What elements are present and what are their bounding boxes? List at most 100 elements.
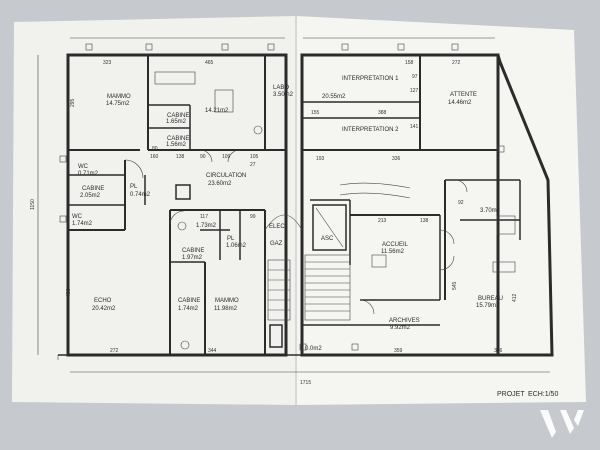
room-label: MAMMO (215, 298, 239, 304)
dimension: 465 (205, 60, 214, 66)
dimension-guides (37, 37, 550, 373)
room-area: 1.73m2 (196, 223, 217, 229)
stair-left (267, 259, 291, 321)
dimension: 27 (250, 162, 256, 168)
dimension: 1150 (30, 199, 36, 210)
dimension: 344 (208, 348, 217, 354)
dimension-labels: 323 465 295 160 138 90 109 105 80 27 117… (30, 60, 518, 386)
paper-left-sheet (12, 16, 296, 405)
room-label: CABINE (182, 248, 204, 254)
right-interior-walls (302, 55, 521, 326)
room-label: MAMMO (107, 94, 131, 100)
room-area: 1.65m2 (166, 119, 187, 125)
dimension: 109 (222, 154, 231, 160)
room-label: INTERPRETATION 2 (342, 127, 399, 133)
window-markers (59, 43, 505, 351)
dimension: 99 (250, 214, 256, 220)
room-area: 15.79m2 (476, 303, 500, 309)
room-area: 3.70m2 (480, 208, 501, 214)
room-area: 3.50m2 (273, 92, 294, 98)
door-arcs (124, 149, 468, 315)
room-label: ECHO (94, 298, 112, 304)
room-area: 14.21m2 (205, 108, 229, 114)
room-area: 0.74m2 (130, 192, 151, 198)
room-label: PL (227, 236, 235, 242)
dimension: 138 (176, 154, 185, 160)
room-area: 20.42m2 (92, 306, 116, 312)
room-label: ELEC (269, 224, 285, 230)
fixtures (154, 71, 516, 350)
room-label: ASC (321, 236, 334, 242)
room-label: WC (78, 164, 89, 170)
room-label: CIRCULATION (206, 173, 246, 179)
dimension: 366 (494, 348, 503, 354)
reception-curve (339, 182, 411, 189)
room-label: LABO (273, 85, 289, 91)
room-label: WC (72, 214, 83, 220)
dimension: 155 (311, 110, 320, 116)
dimension: 545 (452, 281, 458, 290)
dimension: 336 (392, 156, 401, 162)
room-label: BUREAU (478, 296, 503, 302)
dimension: 90 (200, 154, 206, 160)
elevator-shaft (312, 204, 347, 251)
dimension: 272 (452, 60, 461, 66)
dimension: 105 (250, 154, 259, 160)
room-label: INTERPRETATION 1 (342, 76, 399, 82)
dimension: 80 (152, 146, 158, 152)
room-area: 1.74m2 (178, 306, 199, 312)
dimension: 141 (410, 124, 419, 130)
room-label: GAZ (270, 241, 283, 247)
dimension: 213 (378, 218, 387, 224)
left-interior-walls (68, 55, 286, 355)
room-area: 14.75m2 (106, 101, 130, 107)
project-label: PROJET (497, 391, 525, 398)
room-label: ACCUEIL (382, 242, 409, 248)
room-label: CABINE (82, 186, 104, 192)
room-area: 11.98m2 (214, 306, 238, 312)
room-label: CABINE (178, 298, 200, 304)
dimension: 359 (394, 348, 403, 354)
dimension: 388 (378, 110, 387, 116)
room-area: 0.71m2 (78, 171, 99, 177)
dimension: 412 (512, 293, 518, 302)
room-label: CABINE (167, 136, 189, 142)
brand-logo-icon (540, 410, 584, 438)
dimension: 295 (70, 98, 76, 107)
room-area: 9.92m2 (390, 325, 411, 331)
paper-right-sheet (296, 16, 586, 405)
staircase (264, 214, 351, 321)
room-area: 2.05m2 (80, 193, 101, 199)
room-label: ARCHIVES (389, 318, 420, 324)
room-area: 1.74m2 (72, 221, 93, 227)
room-label: CABINE (167, 113, 189, 119)
elevator-cross (315, 207, 344, 248)
room-area: 1.97m2 (182, 255, 203, 261)
room-area: 1.56m2 (166, 142, 187, 148)
reception-curve-inner (339, 192, 411, 199)
dimension: 92 (458, 200, 464, 206)
dimension: 117 (200, 214, 208, 220)
room-area: 1.06m2 (226, 243, 247, 249)
dimension: 1715 (300, 380, 311, 386)
scale-label: ECH:1/50 (528, 391, 558, 398)
dimension: 158 (405, 60, 414, 66)
room-area: 23.60m2 (208, 181, 232, 187)
dimension: 193 (316, 156, 325, 162)
dimension: 97 (412, 74, 418, 80)
room-label: ATTENTE (450, 92, 477, 98)
dimension: 323 (103, 60, 112, 66)
room-area: 11.56m2 (381, 249, 405, 255)
dimension: 138 (420, 218, 429, 224)
room-area: 0.0m2 (305, 346, 322, 352)
room-area: 20.55m2 (322, 94, 346, 100)
dimension: 486 (66, 288, 72, 297)
room-area: 14.46m2 (448, 100, 472, 106)
dimension: 272 (110, 348, 119, 354)
room-label: PL (130, 184, 138, 190)
room-labels: MAMMO 14.75m2 14.21m2 CABINE 1.65m2 CABI… (72, 76, 503, 352)
dimension: 160 (150, 154, 159, 160)
dimension: 127 (410, 88, 419, 94)
